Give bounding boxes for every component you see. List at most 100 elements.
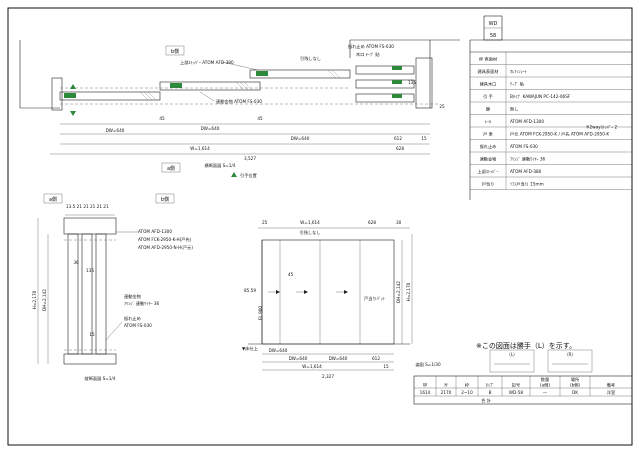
spec-row-label: 戸 車 — [483, 131, 493, 138]
section-stopper-label: 振れ止め — [124, 315, 141, 322]
elev-dim-dh2142: DH=2,142 — [396, 281, 401, 303]
schedule-header-cell: W — [423, 383, 427, 388]
spec-row-value: ｿﾌﾄ戸当り 15mm — [510, 181, 544, 188]
section-rail-label: ATOM AFD-1300 — [138, 229, 172, 234]
plan-dim-15: 15 — [421, 136, 427, 141]
spec-row-label: 枠 表面材 — [479, 56, 497, 63]
schedule-header-cell: ﾀｲﾌﾟ — [486, 382, 494, 389]
elev-pull-height: FL 900 — [258, 306, 263, 320]
elev-dim-628: 628 — [368, 220, 376, 225]
plan-no-pull-label: 引残しなし — [300, 55, 321, 62]
section-roller-b-label: ATOM AFD-2950-N-H(戸元) — [138, 245, 193, 251]
schedule-row-cell: 1614 — [420, 390, 431, 395]
spec-row-value: ATOM AFD-1300 — [510, 119, 544, 124]
elevation-frame — [261, 239, 395, 345]
section-dim-135: 135 — [86, 268, 94, 273]
spec-row-label: ﾚｰﾙ — [485, 119, 492, 124]
plan-caption: 横断面図 S=1/4 — [205, 162, 236, 169]
plan-dim-total: 3,527 — [244, 156, 256, 161]
plan-dim-dw640-c: DW=640 — [291, 136, 310, 141]
elevation-pull-arrows — [268, 290, 348, 294]
schedule-header-qty: 数量 — [541, 376, 549, 383]
spec-row-label: 建具表面材 — [478, 68, 499, 75]
elev-dim-15: 15 — [383, 364, 389, 369]
plan-dim-628: 628 — [396, 146, 404, 151]
schedule-header-cell: 枠 — [465, 382, 470, 389]
plan-wood-label: 木口 ﾃｰﾌﾟ 貼 — [356, 51, 380, 58]
spec-row-value: ATOM FS-030 — [510, 144, 538, 149]
spec-row-value: ﾃｰﾌﾟ 貼 — [510, 81, 525, 88]
drawing-code-box: WD 58 — [483, 15, 503, 41]
section-roller-a-label: ATOM FCK-2950-K-H(戸先) — [138, 236, 192, 243]
elev-dim-w1614-b: W=1,614 — [302, 364, 322, 369]
elev-no-pull: 引残しなし — [300, 229, 321, 236]
spec-row-value: Bﾀｲﾌﾟ KAWAJUN PC-142-06SF — [510, 93, 571, 100]
plan-pull-markers — [64, 66, 402, 116]
elev-dim-25: 25 — [262, 220, 268, 225]
schedule-row-cell: 2~10 — [461, 390, 473, 395]
spec-row-value: ﾌﾘﾝｼﾞ 連動ﾜｲﾔｰ 36 — [510, 156, 546, 163]
plan-pull-mark-label: 引手位置 — [240, 172, 257, 179]
plan-dim-612: 612 — [394, 136, 402, 141]
plan-a-side-label: a側 — [167, 165, 175, 172]
spec-row-value: 無し — [510, 106, 518, 113]
plan-stopper-label: 振れ止め ATOM FS-030 — [348, 43, 394, 50]
elev-dim-30: 30 — [396, 220, 402, 225]
plan-dim-dw640-a: DW=640 — [106, 128, 125, 133]
plan-b-side-label: b側 — [171, 48, 179, 55]
section-wire-label: ﾌﾘﾝｼﾞ 連動ﾜｲﾔｰ 36 — [124, 300, 160, 307]
schedule-header-cell: (a側) — [540, 382, 550, 388]
schedule-header-cell: 記号 — [512, 382, 520, 389]
spec-row-label: 鍵 — [486, 106, 491, 113]
plan-dim-45-a: 45 — [159, 116, 165, 121]
schedule-row-cell: WD-58 — [509, 390, 524, 395]
plan-interlock-label: 連動金物 ATOM FS-030 — [216, 98, 262, 105]
plan-view: b側 a側 振れ止め ATOM FS-030 木口 ﾃｰﾌﾟ 貼 引残しなし 上… — [19, 39, 460, 179]
plan-dim-25: 25 — [439, 104, 445, 109]
spec-row-value: ｵﾚﾌｨﾝｼｰﾄ — [510, 69, 527, 75]
section-dim-dh2142: DH=2,142 — [42, 289, 47, 311]
section-dim-36: 36 — [73, 260, 79, 265]
section-view: a側 b側 13.5 21 21 21 21 21 ATOM AFD-1300 … — [32, 193, 193, 382]
spec-row-value: 戸元 ATOM FCK-2950-K / 戸先 ATOM AFD-2950-K — [510, 131, 609, 138]
plan-upper-stopper-label: 上部ｽﾄｯﾊﾟｰ ATOM AFD-380 — [180, 59, 234, 66]
plan-dim-135: 135 — [408, 80, 416, 85]
elev-dim-w1614: W=1,614 — [300, 220, 320, 225]
schedule-row-cell: 2170 — [441, 390, 452, 395]
elev-dim-dw640-a: DW=640 — [269, 348, 288, 353]
spec-row-label: 連動金物 — [480, 156, 497, 163]
code-box-line2: 58 — [490, 33, 496, 39]
plan-door-panel-2 — [159, 81, 261, 91]
schedule-header-cell: (b側) — [570, 382, 580, 388]
schedule-row-cell: DK — [572, 390, 578, 395]
schedule-row-cell: 洋室 — [607, 389, 615, 396]
plan-door-panel-3 — [249, 69, 351, 79]
spec-row-label: 振れ止め — [480, 143, 497, 150]
elevation-view: W=1,614 25 628 30 引残しなし 45 戸当りﾊﾟｯﾄ FL 90… — [242, 220, 441, 379]
elev-dim-dw640-b: DW=640 — [329, 356, 348, 361]
section-caption: 縦断面図 S=1/4 — [85, 375, 116, 382]
elev-dim-h2170: H=2,170 — [406, 282, 411, 301]
section-dim-15: 15 — [89, 332, 95, 337]
spec-row-label: 上部ｽﾄｯﾊﾟｰ — [478, 168, 499, 175]
legend-l-label: （L） — [507, 352, 518, 357]
code-box-line1: WD — [489, 21, 498, 27]
schedule-header-group: 場所 — [571, 376, 579, 383]
spec-note: ※2wayｽﾄｯﾊﾟｰ 2 — [586, 123, 618, 129]
handing-note: ※この図面は勝手（L）を示す。 — [476, 341, 576, 350]
elev-caption: 姿図 S=1/30 — [415, 361, 441, 368]
spec-row-label: 戸当り — [482, 181, 495, 188]
plan-door-panel-1 — [59, 91, 161, 101]
elev-floor-label: ▼床仕上 — [242, 345, 258, 352]
schedule-row-cell: ― — [543, 390, 548, 395]
handing-legend: ※この図面は勝手（L）を示す。 （L） （R） — [476, 341, 593, 373]
section-interlock-label: 連動金物 — [124, 293, 141, 300]
section-stopper-model: ATOM FS-030 — [124, 323, 152, 328]
elev-dim-612: 612 — [372, 356, 380, 361]
schedule-total: 合 計 — [481, 397, 491, 404]
section-panel-3 — [95, 233, 107, 355]
plan-dim-dw640-b: DW=640 — [201, 126, 220, 131]
